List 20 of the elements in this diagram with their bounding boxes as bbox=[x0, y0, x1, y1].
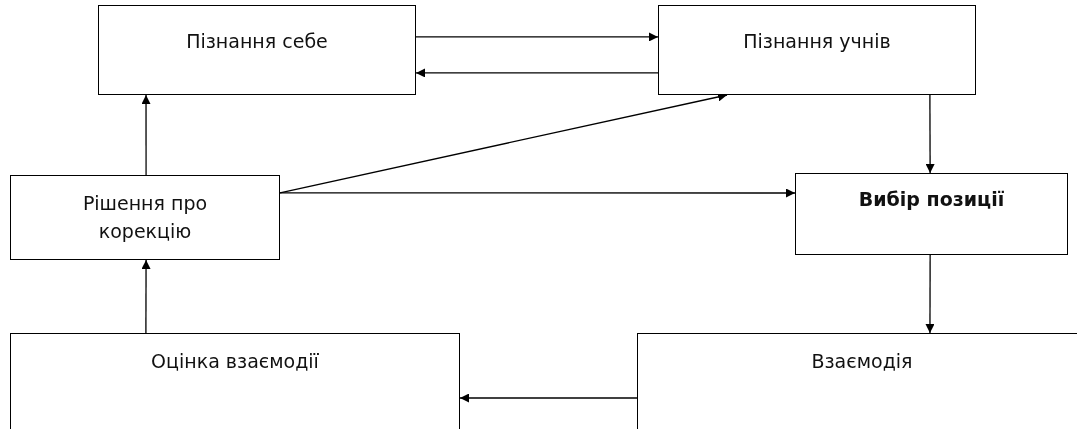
arrow bbox=[925, 254, 935, 334]
arrow bbox=[925, 94, 935, 174]
arrow bbox=[415, 32, 659, 42]
process-box bbox=[10, 175, 280, 260]
node-label: Пізнання себе bbox=[186, 29, 328, 54]
node-label: Пізнання учнів bbox=[743, 29, 891, 54]
arrow bbox=[415, 68, 659, 78]
arrow bbox=[141, 94, 151, 176]
process-box bbox=[658, 5, 976, 95]
node-label: Взаємодія bbox=[811, 349, 913, 374]
process-box bbox=[637, 333, 1077, 429]
process-box bbox=[98, 5, 416, 95]
arrow bbox=[279, 188, 796, 198]
node-label: Оцінка взаємодії bbox=[151, 349, 319, 374]
arrow bbox=[141, 259, 151, 334]
process-box bbox=[10, 333, 460, 429]
arrow bbox=[459, 393, 638, 403]
node-label: Рішення про корекцію bbox=[81, 190, 209, 244]
node-label: Вибір позиції bbox=[858, 187, 1005, 212]
process-box bbox=[795, 173, 1068, 255]
